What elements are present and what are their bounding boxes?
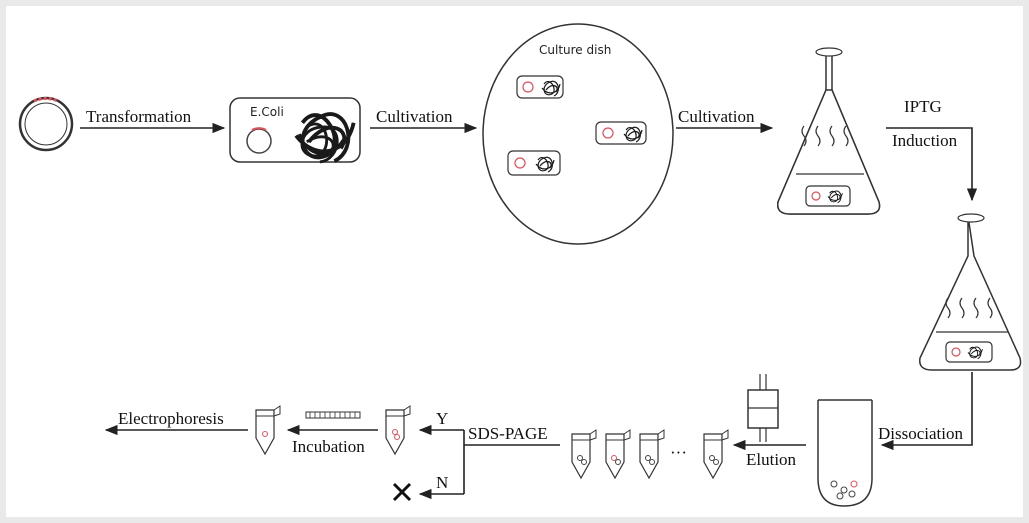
tube-icon bbox=[639, 429, 665, 479]
column-icon bbox=[747, 374, 779, 442]
tube-icon bbox=[385, 405, 411, 455]
electrophoresis-label: Electrophoresis bbox=[118, 409, 224, 428]
flask-icon bbox=[919, 213, 1022, 371]
incubation-label: Incubation bbox=[292, 437, 365, 456]
tube-icon bbox=[571, 429, 597, 479]
tube-icon bbox=[255, 405, 281, 455]
dissociation-arrow bbox=[880, 372, 973, 451]
elution-label: Elution bbox=[746, 450, 797, 469]
lysate-container-icon bbox=[817, 399, 873, 507]
plasmid-icon bbox=[18, 96, 74, 152]
tube-icon bbox=[703, 429, 729, 479]
culture-dish-label: Culture dish bbox=[539, 43, 611, 57]
induction-label: Induction bbox=[892, 131, 958, 150]
culture-dish-icon bbox=[482, 23, 674, 245]
cross-icon bbox=[392, 482, 412, 502]
induction-arrow bbox=[886, 127, 978, 202]
ellipsis-label: ··· bbox=[670, 443, 687, 462]
sds-page-label: SDS-PAGE bbox=[468, 424, 548, 443]
gel-icon bbox=[305, 411, 361, 419]
iptg-label: IPTG bbox=[904, 97, 942, 116]
ecoli-label: E.Coli bbox=[250, 105, 284, 119]
transformation-label: Transformation bbox=[86, 107, 192, 126]
yes-label: Y bbox=[436, 409, 448, 428]
tube-icon bbox=[605, 429, 631, 479]
cultivation-label-2: Cultivation bbox=[678, 107, 755, 126]
no-label: N bbox=[436, 473, 448, 492]
cultivation-label-1: Cultivation bbox=[376, 107, 453, 126]
dissociation-label: Dissociation bbox=[878, 424, 963, 443]
ecoli-cell-icon bbox=[229, 97, 361, 169]
flask-icon bbox=[777, 47, 881, 215]
workflow-diagram: Transformation E.Coli Cultivation Cultur… bbox=[6, 6, 1023, 517]
diagram-canvas: Transformation E.Coli Cultivation Cultur… bbox=[18, 23, 1022, 507]
